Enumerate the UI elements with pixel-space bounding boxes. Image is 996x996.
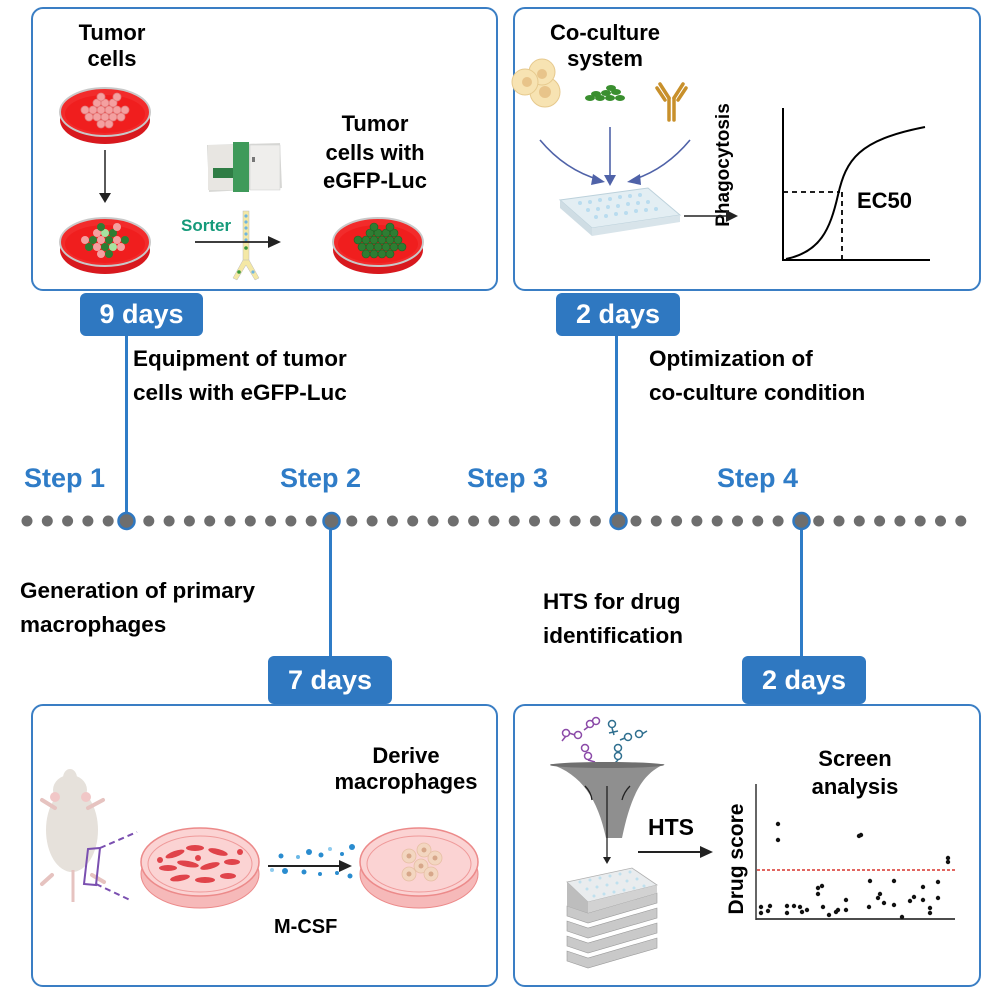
timeline-dot bbox=[183, 515, 195, 527]
step3-duration-badge: 2 days bbox=[556, 293, 680, 336]
timeline-dot bbox=[102, 515, 114, 527]
step2-label: Step 2 bbox=[280, 463, 362, 493]
timeline-dot bbox=[488, 515, 500, 527]
timeline-step-marker bbox=[322, 511, 341, 531]
timeline-dot bbox=[671, 515, 683, 527]
step1-label: Step 1 bbox=[24, 463, 106, 493]
timeline-dot bbox=[427, 515, 439, 527]
timeline-dot bbox=[447, 515, 459, 527]
timeline-dot bbox=[41, 515, 53, 527]
step3-label: Step 3 bbox=[467, 463, 549, 493]
timeline-step-marker bbox=[117, 511, 136, 531]
p2-title-co-culture: Co-culture system bbox=[550, 20, 660, 71]
timeline-dot bbox=[589, 515, 601, 527]
drug-score-axis-label: Drug score bbox=[725, 803, 748, 915]
timeline-dot bbox=[285, 515, 297, 527]
step4-duration-badge: 2 days bbox=[742, 656, 866, 704]
step4-connector bbox=[800, 530, 803, 656]
step1-connector bbox=[125, 336, 128, 512]
timeline-dot bbox=[935, 515, 946, 527]
timeline-dot bbox=[813, 515, 825, 527]
p1-title-result: Tumor cells with eGFP-Luc bbox=[323, 111, 427, 194]
hts-arrow-label: HTS bbox=[648, 814, 694, 840]
timeline-dot bbox=[386, 515, 398, 527]
timeline-dot bbox=[224, 515, 236, 527]
timeline-dot bbox=[508, 515, 520, 527]
timeline-dot bbox=[914, 515, 926, 527]
timeline-dot bbox=[407, 515, 419, 527]
step1-description: Equipment of tumor cells with eGFP-Luc bbox=[133, 346, 347, 405]
timeline-dot bbox=[163, 515, 175, 527]
timeline-dot bbox=[305, 515, 317, 527]
step4-description: HTS for drug identification bbox=[543, 589, 683, 648]
timeline-dot bbox=[772, 515, 784, 527]
step2-duration-badge: 7 days bbox=[268, 656, 392, 704]
timeline-dot bbox=[204, 515, 216, 527]
timeline-dot bbox=[62, 515, 74, 527]
timeline-dot bbox=[529, 515, 540, 527]
timeline-dot bbox=[366, 515, 378, 527]
timeline-dot bbox=[468, 515, 480, 527]
timeline-dot bbox=[630, 515, 642, 527]
p1-title-tumor-cells: Tumor cells bbox=[78, 20, 146, 71]
phagocytosis-axis-label: Phagocytosis bbox=[713, 103, 734, 227]
step4-label: Step 4 bbox=[717, 463, 799, 493]
timeline-dot bbox=[82, 515, 94, 527]
timeline-dot bbox=[874, 515, 886, 527]
timeline-dot bbox=[853, 515, 865, 527]
timeline-dot bbox=[711, 515, 723, 527]
timeline-dot bbox=[549, 515, 561, 527]
dotted-timeline bbox=[21, 511, 967, 531]
step2-description: Generation of primary macrophages bbox=[20, 578, 256, 637]
step3-connector bbox=[615, 336, 618, 512]
p3-title-derive-macrophages: Derive macrophages bbox=[334, 743, 478, 794]
timeline-dot bbox=[21, 515, 33, 527]
timeline-dot bbox=[894, 515, 906, 527]
timeline-step-marker bbox=[792, 511, 811, 531]
timeline-dot bbox=[752, 515, 764, 527]
timeline-dot bbox=[650, 515, 662, 527]
timeline-dot bbox=[346, 515, 358, 527]
timeline-dot bbox=[955, 515, 967, 527]
timeline-dot bbox=[732, 515, 743, 527]
timeline-dot bbox=[265, 515, 277, 527]
step3-description: Optimization of co-culture condition bbox=[649, 346, 866, 405]
timeline-dot bbox=[833, 515, 845, 527]
sorter-label: Sorter bbox=[181, 216, 232, 235]
timeline-dot bbox=[244, 515, 256, 527]
timeline-step-marker bbox=[609, 511, 628, 531]
m-csf-label: M-CSF bbox=[274, 916, 338, 938]
step2-connector bbox=[329, 530, 332, 656]
screen-analysis-title: Screen analysis bbox=[811, 746, 899, 799]
step1-duration-badge: 9 days bbox=[80, 293, 203, 336]
timeline-dot bbox=[569, 515, 581, 527]
timeline-dot bbox=[691, 515, 703, 527]
timeline-dot bbox=[143, 515, 155, 527]
ec50-label: EC50 bbox=[857, 188, 913, 213]
